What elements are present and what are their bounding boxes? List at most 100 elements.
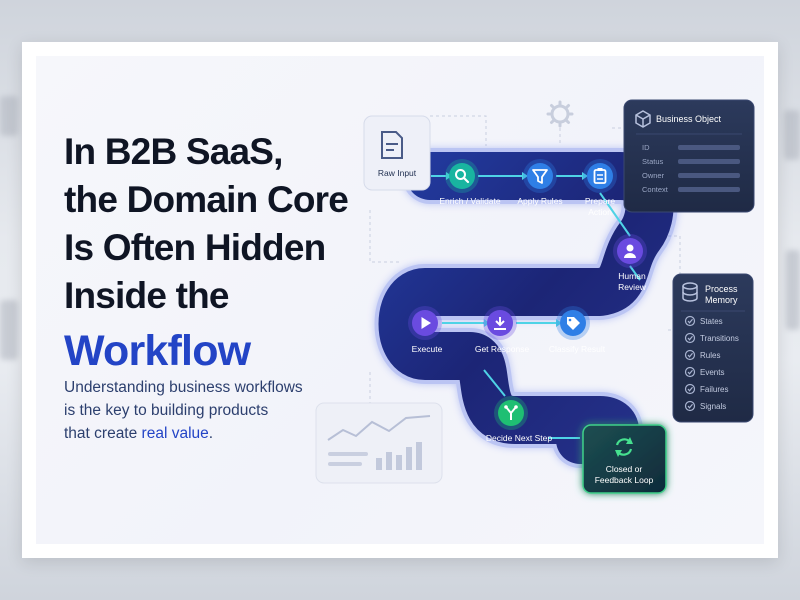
business-object-title: Business Object <box>656 114 722 124</box>
headline-line: Is Often Hidden <box>64 227 326 268</box>
workflow-step: Apply Rules <box>517 159 563 206</box>
step-label: Execute <box>412 344 443 354</box>
cube-icon <box>635 110 651 128</box>
workflow-track <box>378 152 674 464</box>
subtitle-highlight: real value <box>141 425 209 442</box>
node-circle <box>587 163 613 189</box>
memory-item: Transitions <box>684 332 739 344</box>
field-label: Owner <box>642 171 665 180</box>
subtitle-text: . <box>208 425 214 442</box>
end-node: Closed or Feedback Loop <box>582 424 667 494</box>
check-icon <box>684 383 696 395</box>
step-label: Apply Rules <box>517 196 562 206</box>
dashed-guides <box>369 115 681 412</box>
check-icon <box>684 332 696 344</box>
headline-line: In B2B SaaS, <box>64 131 283 172</box>
memory-item: Signals <box>684 400 726 412</box>
user-icon <box>624 244 636 258</box>
search-icon <box>455 169 470 184</box>
process-memory-items: StatesTransitionsRulesEventsFailuresSign… <box>684 315 739 412</box>
workflow-step: Get Response <box>475 306 530 354</box>
subtitle: Understanding business workflows is the … <box>64 376 303 445</box>
placeholder-bar <box>328 452 368 456</box>
filter-icon <box>532 169 548 184</box>
background-blur <box>0 300 18 360</box>
memory-item-label: Rules <box>700 351 720 360</box>
workflow-step: Classify Result <box>549 306 606 354</box>
field-value-placeholder <box>678 187 740 192</box>
headline-line: the Domain Core <box>64 179 349 220</box>
refresh-icon <box>615 437 633 457</box>
clipboard-icon <box>593 168 607 184</box>
gear-icon <box>546 100 574 128</box>
trend-line <box>327 415 431 441</box>
field-value-placeholder <box>678 145 740 150</box>
field-value-placeholder <box>678 173 740 178</box>
workflow-step: Decide Next Step <box>486 396 552 443</box>
raw-input-card: Raw Input <box>363 115 431 191</box>
subtitle-line: is the key to building products <box>64 402 269 419</box>
raw-input-label: Raw Input <box>378 168 417 178</box>
node-circle <box>449 163 475 189</box>
memory-item: States <box>684 315 723 327</box>
memory-item-label: Signals <box>700 402 726 411</box>
analytics-card <box>315 402 443 484</box>
field-label: Status <box>642 157 664 166</box>
process-memory-panel: Process Memory StatesTransitionsRulesEve… <box>672 273 754 423</box>
background-blur <box>0 96 18 136</box>
field-label: Context <box>642 185 669 194</box>
step-label: Decide Next Step <box>486 433 552 443</box>
memory-item-label: Failures <box>700 385 728 394</box>
workflow-nodes: Enrich / Validate Apply Rules PrepareActio… <box>408 159 647 443</box>
node-circle <box>527 163 553 189</box>
memory-item-label: States <box>700 317 723 326</box>
field-value-placeholder <box>678 159 740 164</box>
subtitle-line: Understanding business workflows <box>64 379 303 396</box>
memory-item: Events <box>684 366 724 378</box>
play-icon <box>421 317 431 329</box>
check-icon <box>684 366 696 378</box>
mini-bar <box>406 447 412 470</box>
workflow-step: Execute <box>408 306 443 354</box>
workflow-step: Enrich / Validate <box>439 159 501 206</box>
memory-item-label: Events <box>700 368 724 377</box>
background-blur <box>784 110 800 160</box>
headline-accent: Workflow <box>64 327 251 375</box>
end-label-line: Closed or <box>606 464 643 474</box>
mini-bar <box>396 455 402 470</box>
database-icon <box>682 282 698 302</box>
tag-icon <box>567 317 580 330</box>
process-memory-title-line: Memory <box>705 295 738 305</box>
end-label-line: Feedback Loop <box>595 475 654 485</box>
mini-bar <box>386 452 392 470</box>
document-icon <box>381 131 403 159</box>
mini-bar <box>376 458 382 470</box>
headline: In B2B SaaS, the Domain Core Is Often Hi… <box>64 128 349 380</box>
subtitle-line: that create real value. <box>64 422 303 445</box>
check-icon <box>684 349 696 361</box>
step-label: Prepare <box>585 196 616 206</box>
check-icon <box>684 315 696 327</box>
step-label: Human <box>618 271 646 281</box>
process-memory-title-line: Process <box>705 284 738 294</box>
step-label: Enrich / Validate <box>439 196 501 206</box>
step-label: Get Response <box>475 344 530 354</box>
step-label: Review <box>618 282 647 292</box>
background-blur <box>786 250 800 330</box>
branch-icon <box>504 405 518 420</box>
headline-line: Inside the <box>64 275 230 316</box>
field-label: ID <box>642 143 650 152</box>
step-label: Action <box>588 207 612 217</box>
mini-bar <box>416 442 422 470</box>
subtitle-text: that create <box>64 425 142 442</box>
download-icon <box>494 317 506 330</box>
step-connectors <box>431 175 641 439</box>
memory-item: Failures <box>684 383 728 395</box>
check-icon <box>684 400 696 412</box>
memory-item-label: Transitions <box>700 334 739 343</box>
